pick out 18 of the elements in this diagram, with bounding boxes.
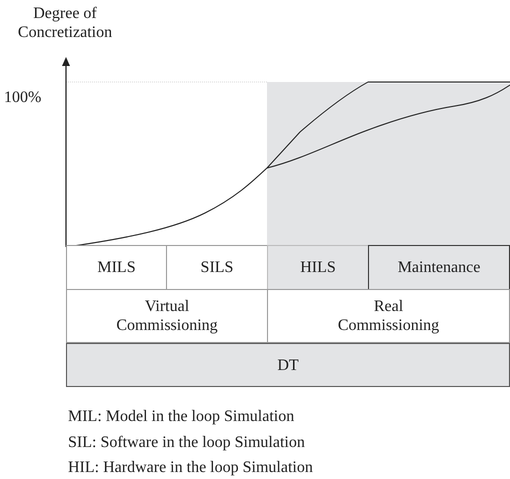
node-text: Maintenance [396,258,482,277]
phase-box [267,289,510,343]
stage-box [368,245,510,290]
node-text: Virtual Commissioning [115,297,219,335]
note: HIL: Hardware in the loop Simulation [68,458,314,477]
base-bar [66,343,510,387]
stage-box [66,245,167,290]
note: MIL: Model in the loop Simulation [68,407,296,426]
axis-label: Degree of Concretization [16,4,114,42]
tick-label: 100% [4,88,42,107]
node-text: HILS [299,258,337,277]
node-text: DT [276,356,300,374]
stage-box [267,245,369,290]
node-text: SILS [200,258,234,277]
phase-box [66,289,268,343]
node-text: MILS [96,258,137,277]
node-text: Real Commissioning [336,297,440,335]
note: SIL: Software in the loop Simulation [68,433,306,452]
